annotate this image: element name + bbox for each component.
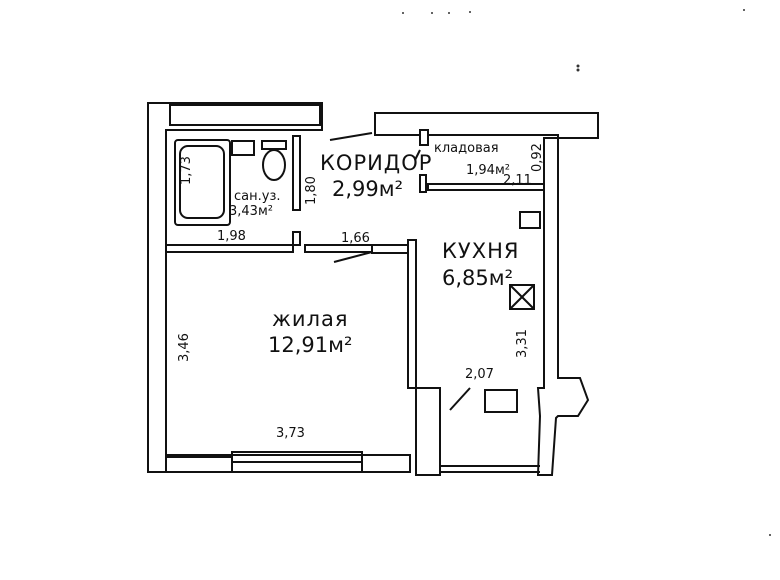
corridor-area: 2,99м² (332, 177, 403, 201)
kitchen-name: КУХНЯ (442, 239, 519, 263)
dim-bathroom-width: 1,98 (217, 229, 246, 244)
dim-storage-width: 2,11 (503, 173, 532, 188)
living-room-name: жилая (272, 307, 349, 331)
kitchen-sink (519, 211, 541, 229)
corridor-name: КОРИДОР (320, 151, 432, 175)
walls (147, 102, 599, 476)
dim-corridor-width: 1,66 (341, 231, 370, 246)
bathroom-fixtures (174, 139, 287, 226)
dim-living-width: 3,73 (276, 426, 305, 441)
sink (231, 140, 255, 156)
dim-kitchen-bottom: 2,07 (465, 367, 494, 382)
kitchen-area: 6,85м² (442, 266, 513, 290)
storage-name: кладовая (434, 141, 499, 156)
dim-bathroom-height: 1,80 (304, 176, 319, 205)
bathroom-area: 3,43м² (229, 204, 273, 219)
dim-kitchen-height: 3,31 (515, 329, 530, 358)
living-room-area: 12,91м² (268, 333, 352, 357)
scan-specks (402, 9, 771, 536)
kitchen-fixtures (484, 211, 541, 413)
doors (329, 132, 471, 411)
bathroom-name: сан.уз. (234, 189, 280, 204)
toilet (262, 149, 286, 181)
dim-storage-depth: 0,92 (530, 143, 545, 172)
dim-bath-length: 1,73 (179, 156, 194, 185)
windows (169, 104, 363, 473)
dim-living-height: 3,46 (177, 333, 192, 362)
storage-area: 1,94м² (466, 163, 510, 178)
